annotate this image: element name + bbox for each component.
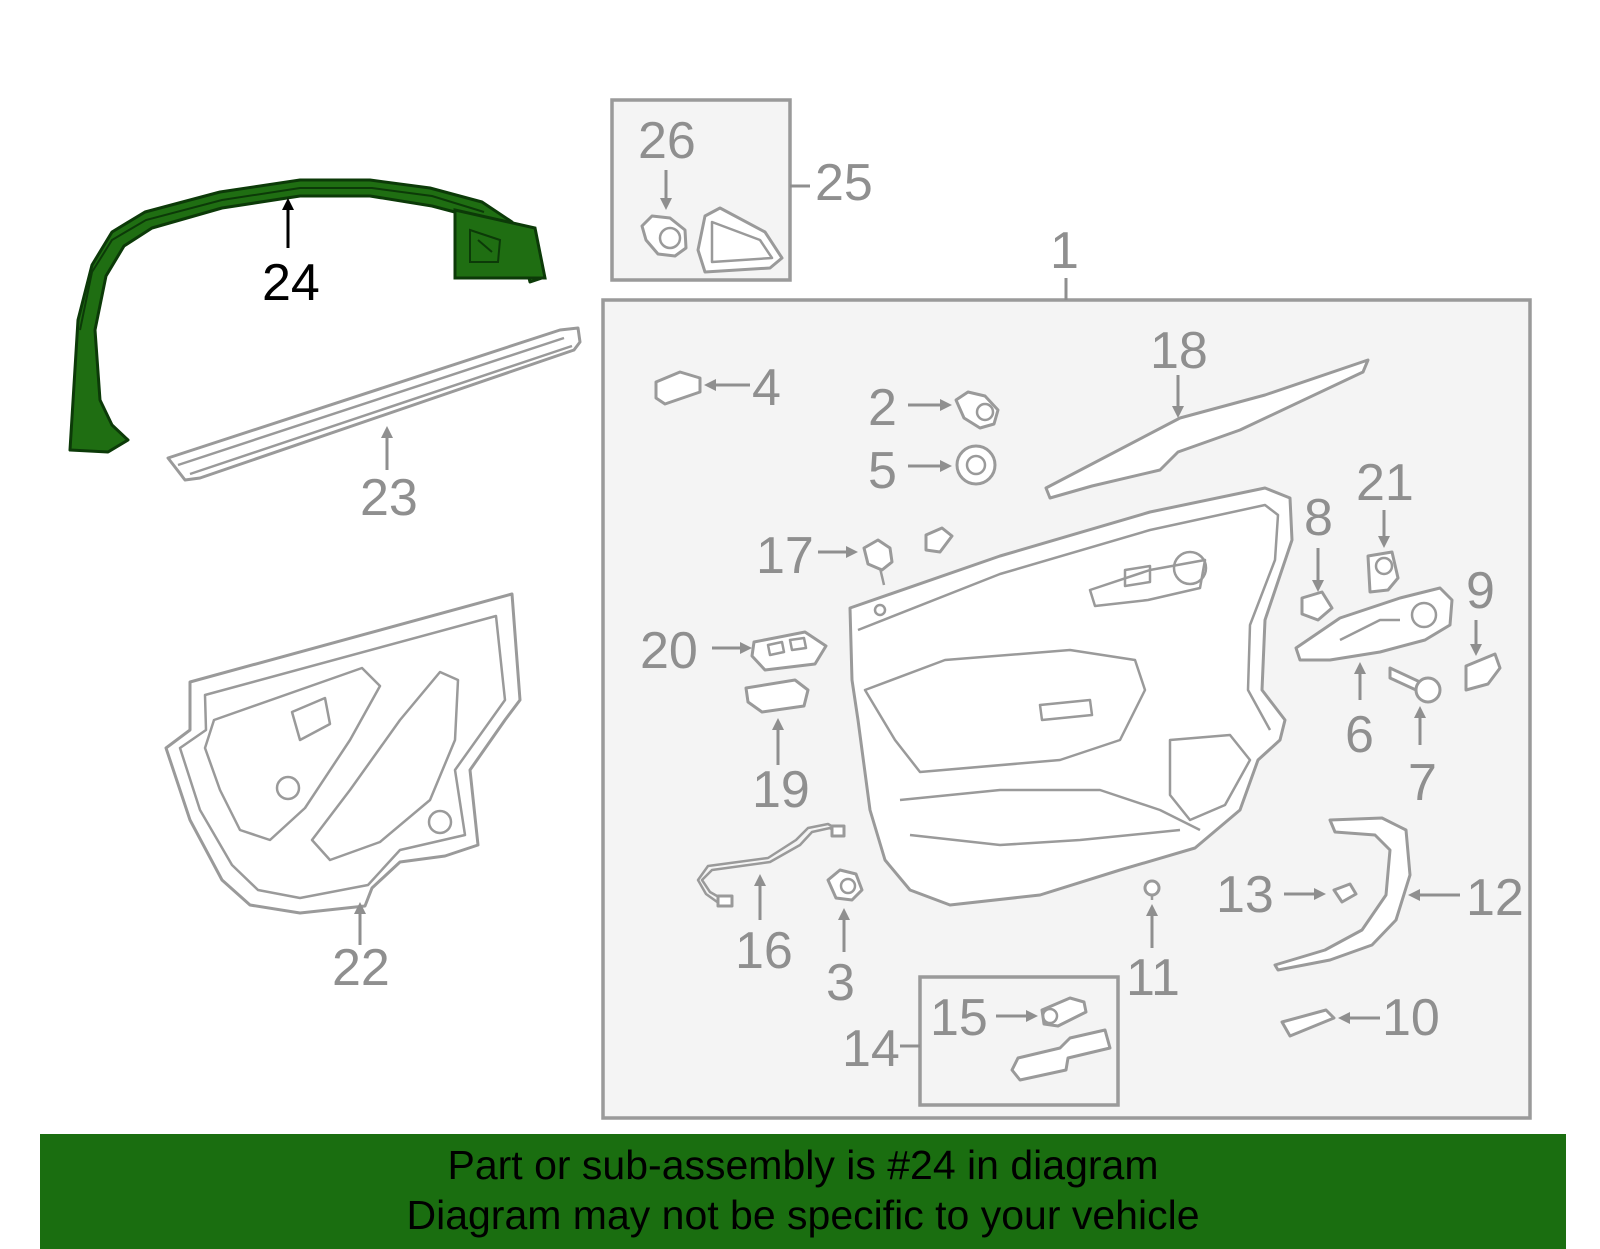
part-19-switch-bezel[interactable] (744, 678, 810, 714)
info-banner: Part or sub-assembly is #24 in diagram D… (40, 1134, 1566, 1249)
part-3-push-pin[interactable] (826, 868, 864, 902)
part-17-fastener[interactable] (862, 538, 894, 586)
callout-14: 14 (842, 1020, 900, 1078)
part-20-switch-bezel[interactable] (750, 630, 828, 672)
callout-16: 16 (735, 922, 793, 980)
part-9-cap[interactable] (1464, 652, 1502, 692)
part-22-water-deflector[interactable] (164, 592, 522, 915)
callout-9: 9 (1466, 562, 1495, 620)
part-2-push-pin[interactable] (954, 390, 1000, 430)
part-18-upper-trim[interactable] (1044, 358, 1370, 500)
part-10-clip[interactable] (1280, 1008, 1336, 1038)
callout-1: 1 (1050, 222, 1079, 280)
callout-19: 19 (752, 761, 810, 819)
callout-4: 4 (752, 359, 781, 417)
part-13-clip[interactable] (1332, 882, 1358, 904)
banner-line-2: Diagram may not be specific to your vehi… (406, 1192, 1200, 1238)
part-8-clip[interactable] (1300, 590, 1334, 622)
part-23-belt-molding[interactable] (166, 326, 582, 482)
callout-17: 17 (756, 527, 814, 585)
part-26-clip[interactable] (640, 214, 688, 258)
part-6-pull-handle[interactable] (1294, 586, 1454, 662)
callout-25: 25 (815, 154, 873, 212)
callout-6: 6 (1345, 706, 1374, 764)
part-15-bulb[interactable] (1040, 996, 1088, 1028)
callout-22: 22 (332, 939, 390, 997)
banner-line-1: Part or sub-assembly is #24 in diagram (447, 1142, 1159, 1188)
callout-3: 3 (826, 954, 855, 1012)
callout-11: 11 (1126, 949, 1180, 1007)
part-21-speaker-clip[interactable] (1366, 550, 1400, 594)
part-25-bezel[interactable] (696, 206, 784, 274)
callout-20: 20 (640, 622, 698, 680)
part-16-harness[interactable] (696, 822, 846, 908)
callout-8: 8 (1304, 489, 1333, 547)
part-12-lamp-lens[interactable] (1273, 816, 1412, 972)
part-11-clip[interactable] (1143, 879, 1161, 900)
callout-21: 21 (1356, 454, 1414, 512)
callout-24: 24 (262, 254, 320, 312)
callout-7: 7 (1408, 754, 1437, 812)
part-7-screw[interactable] (1388, 666, 1442, 704)
callout-18: 18 (1150, 322, 1208, 380)
part-24-weatherstrip[interactable] (68, 178, 547, 454)
callout-5: 5 (868, 442, 897, 500)
callout-26: 26 (638, 112, 696, 170)
part-4-clip[interactable] (654, 370, 702, 406)
callout-15: 15 (930, 989, 988, 1047)
callout-12: 12 (1466, 869, 1524, 927)
part-unlabeled-clip[interactable] (924, 526, 954, 554)
callout-10: 10 (1382, 989, 1440, 1047)
parts-diagram: 24 23 22 26 25 1 4 2 5 18 17 20 19 8 21 … (68, 98, 1532, 1120)
callout-23: 23 (360, 469, 418, 527)
part-14-lamp-housing[interactable] (1010, 1028, 1112, 1082)
part-5-grommet[interactable] (955, 444, 997, 486)
part-1-door-trim-panel[interactable] (848, 486, 1294, 907)
callout-2: 2 (868, 379, 897, 437)
callout-13: 13 (1216, 866, 1274, 924)
